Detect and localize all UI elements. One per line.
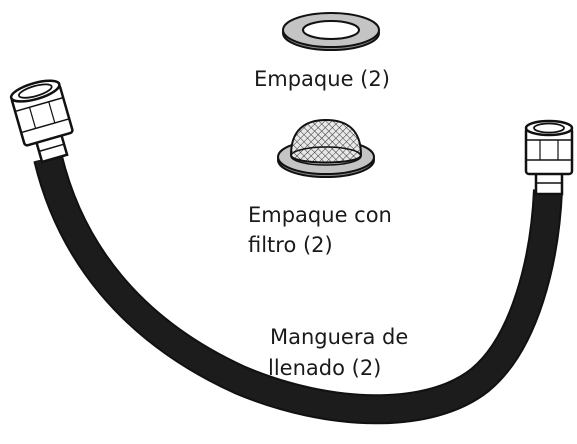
- filter-gasket: [277, 118, 375, 178]
- gasket-label: Empaque (2): [254, 67, 390, 91]
- fill-hose: [33, 154, 563, 425]
- left-hose-fitting: [9, 79, 74, 164]
- fill-hose-label-line1: Manguera de: [270, 325, 409, 349]
- hose-body: [35, 154, 561, 423]
- filter-mesh-dome: [289, 118, 363, 164]
- gasket: [282, 12, 380, 51]
- filter-gasket-label-line1: Empaque con: [248, 203, 392, 227]
- filter-gasket-label-line2: filtro (2): [248, 233, 333, 257]
- right-hose-fitting: [524, 119, 574, 196]
- gasket-hole: [302, 20, 360, 40]
- fill-hose-label-line2: llenado (2): [268, 356, 382, 380]
